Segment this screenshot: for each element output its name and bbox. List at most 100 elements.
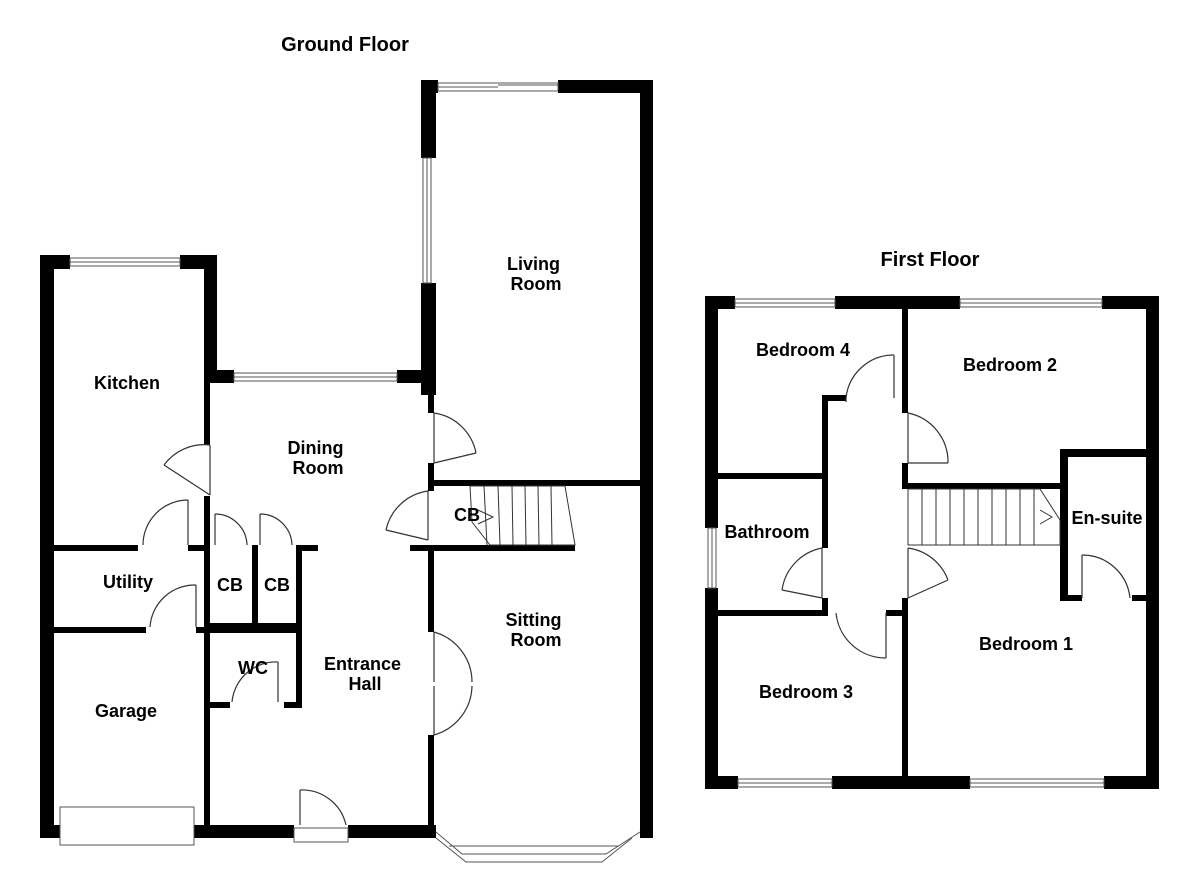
wall bbox=[1146, 296, 1159, 789]
first-floor-labels: Bedroom 4 Bedroom 2 Bathroom En-suite Be… bbox=[725, 340, 1143, 702]
room-label-kitchen: Kitchen bbox=[94, 373, 160, 393]
room-label-dining-room: Dining Room bbox=[287, 438, 348, 478]
wall bbox=[296, 545, 302, 627]
wall bbox=[832, 776, 970, 789]
wall bbox=[204, 623, 302, 633]
bay-window bbox=[435, 831, 641, 863]
window bbox=[233, 372, 398, 382]
door bbox=[259, 513, 293, 546]
wall bbox=[640, 80, 653, 838]
wall bbox=[428, 480, 653, 486]
ground-floor-labels: Kitchen Dining Room Living Room Utility … bbox=[94, 254, 566, 721]
door bbox=[845, 354, 895, 402]
room-label-bedroom-4: Bedroom 4 bbox=[756, 340, 850, 360]
wall bbox=[252, 545, 258, 627]
wall bbox=[410, 545, 575, 551]
ground-floor-windows bbox=[59, 82, 641, 863]
wall bbox=[902, 598, 908, 789]
wall bbox=[822, 395, 846, 401]
sliding-door bbox=[422, 157, 432, 284]
door bbox=[163, 444, 211, 496]
first-floor-stairs bbox=[907, 488, 1061, 546]
room-label-en-suite: En-suite bbox=[1071, 508, 1142, 528]
room-label-cupboard: CB bbox=[217, 575, 243, 595]
front-door bbox=[293, 827, 349, 843]
wall bbox=[204, 496, 210, 832]
ground-floor-walls bbox=[40, 80, 653, 838]
wall bbox=[196, 627, 204, 633]
window bbox=[969, 778, 1105, 788]
door bbox=[231, 661, 279, 703]
first-floor-walls bbox=[705, 296, 1159, 789]
room-label-bathroom: Bathroom bbox=[725, 522, 810, 542]
ground-floor-title: Ground Floor bbox=[281, 34, 409, 56]
wall bbox=[718, 610, 828, 616]
first-floor: First Floor bbox=[705, 249, 1159, 789]
door bbox=[1081, 554, 1131, 599]
wall bbox=[428, 545, 434, 632]
ground-floor-doors bbox=[142, 412, 477, 826]
wall bbox=[1132, 595, 1146, 601]
room-label-garage: Garage bbox=[95, 701, 157, 721]
wall bbox=[428, 395, 434, 413]
wall bbox=[204, 702, 230, 708]
wall bbox=[40, 255, 54, 838]
window bbox=[707, 527, 717, 589]
room-label-bedroom-2: Bedroom 2 bbox=[963, 355, 1057, 375]
wall bbox=[822, 395, 828, 548]
room-label-sitting-room: Sitting Room bbox=[505, 610, 566, 650]
room-label-utility: Utility bbox=[103, 572, 153, 592]
wall bbox=[54, 627, 146, 633]
wall bbox=[348, 825, 436, 838]
wall bbox=[1060, 595, 1082, 601]
room-label-entrance-hall: Entrance Hall bbox=[324, 654, 406, 694]
wall bbox=[558, 80, 653, 93]
door bbox=[299, 789, 347, 826]
wall bbox=[835, 296, 960, 309]
wall bbox=[204, 370, 234, 383]
door bbox=[385, 490, 429, 541]
first-floor-windows bbox=[707, 298, 1105, 788]
wall bbox=[428, 463, 434, 491]
garage-door bbox=[59, 806, 195, 846]
door bbox=[781, 547, 823, 599]
sliding-door bbox=[437, 82, 559, 92]
first-floor-title: First Floor bbox=[881, 249, 980, 271]
wall bbox=[1060, 449, 1159, 457]
wall bbox=[188, 545, 204, 551]
ground-floor-stairs bbox=[469, 485, 576, 546]
wall bbox=[194, 825, 294, 838]
wall bbox=[705, 296, 718, 528]
wall bbox=[296, 545, 318, 551]
door bbox=[433, 631, 473, 736]
room-label-cupboard: CB bbox=[264, 575, 290, 595]
wall bbox=[428, 735, 434, 838]
door bbox=[835, 612, 887, 659]
wall bbox=[296, 627, 302, 708]
door bbox=[214, 513, 248, 546]
ground-floor: Ground Floor bbox=[40, 34, 653, 863]
wall bbox=[397, 370, 436, 383]
wall bbox=[421, 80, 438, 93]
wall bbox=[705, 588, 718, 789]
first-floor-doors bbox=[781, 354, 1131, 659]
wall bbox=[822, 598, 828, 616]
window bbox=[737, 778, 833, 788]
wall bbox=[204, 383, 210, 445]
room-label-bedroom-1: Bedroom 1 bbox=[979, 634, 1073, 654]
wall bbox=[1104, 776, 1159, 789]
door bbox=[433, 412, 477, 464]
wall bbox=[718, 473, 828, 479]
wall bbox=[40, 825, 60, 838]
room-label-living-room: Living Room bbox=[507, 254, 565, 294]
wall bbox=[421, 80, 436, 158]
door bbox=[907, 547, 949, 599]
wall bbox=[1060, 449, 1068, 600]
wall bbox=[284, 702, 302, 708]
wall bbox=[204, 255, 217, 383]
door bbox=[142, 499, 189, 546]
window bbox=[734, 298, 836, 308]
wall bbox=[886, 610, 908, 616]
wall bbox=[421, 283, 436, 395]
